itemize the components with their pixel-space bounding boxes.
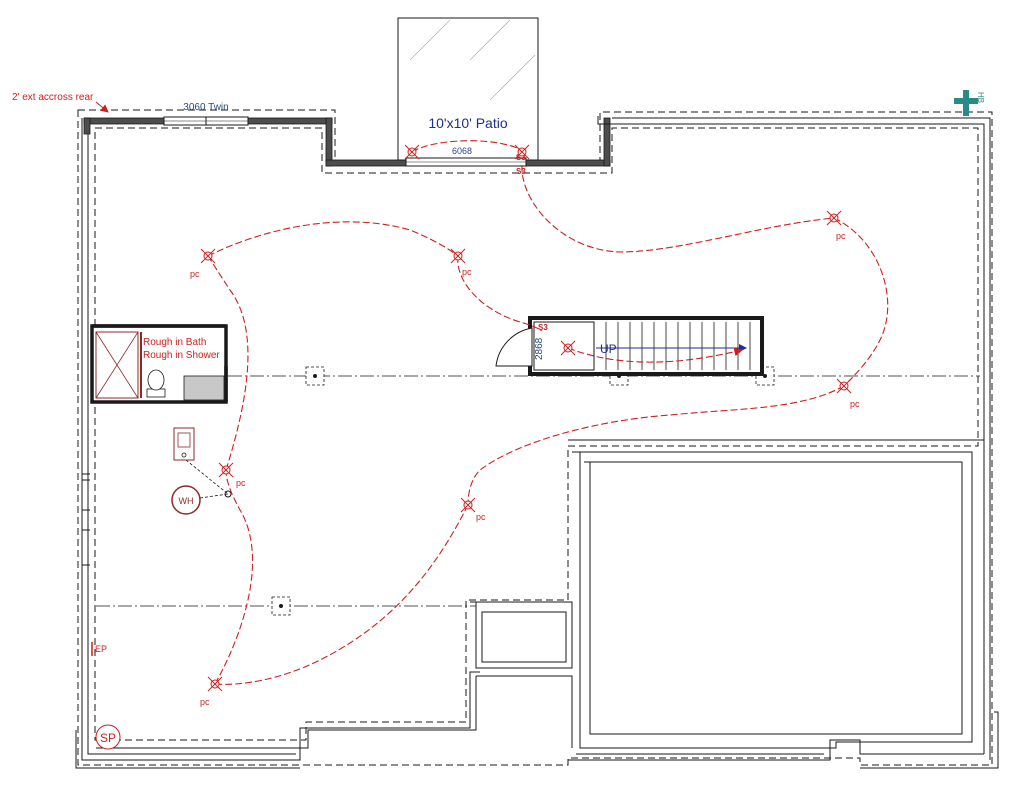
patio-door-label: 6068 (452, 146, 472, 156)
fixture-labels: pc pc pc pc pc pc pc (190, 231, 860, 707)
patio-label: 10'x10' Patio (428, 115, 508, 131)
lighting-circuit (207, 140, 889, 685)
fixture-label: pc (200, 697, 210, 707)
exterior-walls (83, 117, 611, 167)
light-fixture (836, 378, 852, 394)
light-fixture (560, 340, 576, 356)
mechanical: WH (171, 427, 232, 515)
fixture-label: pc (476, 512, 486, 522)
rear-extension-note: 2' ext accross rear (12, 92, 109, 113)
water-heater-label: WH (179, 496, 194, 506)
light-fixture (218, 462, 234, 478)
hose-bib: HB (954, 90, 985, 116)
water-heater (171, 485, 201, 515)
fixture-label: pc (462, 267, 472, 277)
panel-label: EP (95, 644, 107, 654)
light-fixture (404, 144, 420, 160)
light-fixture (207, 676, 223, 692)
patio: 10'x10' Patio 6068 (397, 17, 539, 167)
switches: S3 S3 S3 (516, 153, 548, 332)
sump-pump: SP (95, 724, 121, 750)
light-fixtures (200, 144, 852, 692)
switch-1: S3 (516, 153, 526, 162)
light-fixture (514, 144, 530, 160)
bath-label-1: Rough in Bath (143, 337, 206, 348)
stair-door-label: 2868 (534, 337, 545, 360)
switch-2: S3 (516, 167, 526, 176)
fixture-label: pc (190, 269, 200, 279)
hose-bib-label: HB (976, 92, 985, 103)
light-fixture (450, 248, 466, 264)
post-footings (271, 366, 775, 616)
switch-3: S3 (538, 323, 548, 332)
light-fixture (826, 210, 842, 226)
bath-label-2: Rough in Shower (143, 350, 220, 361)
light-fixture (200, 248, 216, 264)
foundation-outline (77, 109, 993, 766)
post-dots (279, 374, 767, 608)
fixture-label: pc (850, 399, 860, 409)
wall-stubs (75, 116, 999, 769)
window-label: 3060 Twin (183, 102, 228, 113)
sump-pump-label: SP (100, 731, 116, 745)
fixture-label: pc (836, 231, 846, 241)
outer-wall-lines (96, 117, 991, 761)
window-3060-twin: 3060 Twin (163, 102, 249, 126)
electrical-panel: EP (91, 642, 107, 656)
light-fixture (460, 497, 476, 513)
stair-up-label: UP (600, 342, 617, 356)
rough-in-bathroom: Rough in Bath Rough in Shower (90, 324, 228, 404)
fixture-label: pc (236, 478, 246, 488)
stairway: UP 2868 (495, 316, 764, 376)
rear-note-label: 2' ext accross rear (12, 92, 94, 103)
